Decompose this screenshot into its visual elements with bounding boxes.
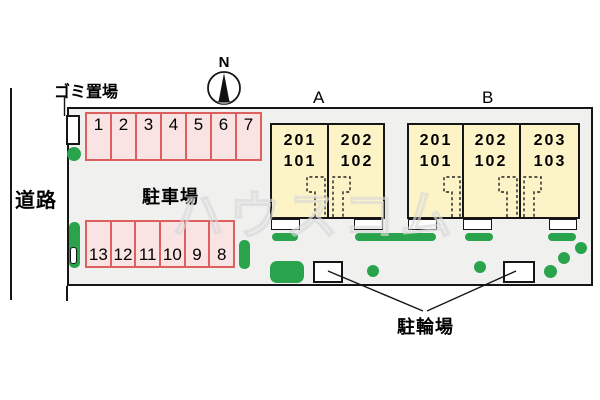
unit-a2: 202 102 — [330, 130, 384, 172]
hedge — [355, 233, 436, 241]
parking-lot-label: 駐車場 — [142, 187, 199, 207]
parking-space: 8 — [208, 220, 236, 268]
bicycle-parking-box — [503, 261, 535, 283]
entrance-porch — [271, 219, 300, 230]
room-number: 201 — [419, 132, 453, 149]
unit-b1: 201 101 — [410, 130, 462, 172]
unit-divider — [462, 125, 464, 217]
bicycle-parking-box — [313, 261, 343, 283]
tree-circle — [67, 147, 81, 161]
parking-space: 2 — [110, 112, 137, 161]
tree-circle — [367, 265, 379, 277]
parking-space: 11 — [134, 220, 162, 268]
garbage-area-label: ゴミ置場 — [54, 84, 119, 101]
hedge-block — [270, 261, 304, 283]
unit-b2: 202 102 — [465, 130, 517, 172]
hedge — [69, 222, 80, 268]
hedge — [239, 240, 250, 269]
hedge — [548, 233, 576, 241]
road-left-line — [10, 88, 12, 300]
room-number: 101 — [283, 153, 317, 170]
entrance-porch — [408, 219, 437, 230]
parking-space: 6 — [210, 112, 237, 161]
unit-divider — [327, 125, 329, 217]
bicycle-parking-label: 駐輪場 — [397, 317, 454, 337]
hedge — [272, 233, 298, 241]
building-b-label: B — [482, 88, 495, 107]
room-number: 103 — [533, 153, 567, 170]
parking-space: 4 — [160, 112, 187, 161]
entrance-porch — [354, 219, 383, 230]
tree-circle — [575, 242, 587, 254]
parking-row-south: 13 12 11 10 9 8 — [85, 220, 236, 268]
tree-circle — [544, 265, 557, 278]
room-number: 101 — [419, 153, 453, 170]
tree-circle — [474, 261, 486, 273]
compass-n-letter: N — [219, 54, 230, 71]
tree-circle — [558, 252, 570, 264]
unit-divider — [519, 125, 521, 217]
entrance-porch — [463, 219, 492, 230]
road-right-line — [66, 286, 68, 301]
parking-space: 3 — [135, 112, 162, 161]
garbage-box — [66, 115, 80, 145]
room-number: 202 — [474, 132, 508, 149]
room-number: 203 — [533, 132, 567, 149]
room-number: 102 — [474, 153, 508, 170]
parking-space: 13 — [85, 220, 112, 268]
parking-space: 10 — [159, 220, 186, 268]
bollard — [70, 247, 77, 264]
building-a-label: A — [313, 88, 326, 107]
road-label: 道路 — [15, 190, 57, 212]
parking-space: 1 — [85, 112, 112, 161]
parking-space: 7 — [235, 112, 262, 161]
parking-space: 5 — [185, 112, 212, 161]
hedge — [465, 233, 493, 241]
building-a: 201 101 202 102 — [270, 123, 385, 219]
unit-a1: 201 101 — [273, 130, 327, 172]
building-b: 201 101 202 102 203 103 — [407, 123, 580, 219]
entrance-porch — [549, 219, 577, 230]
unit-b3: 203 103 — [522, 130, 578, 172]
room-number: 202 — [340, 132, 374, 149]
room-number: 201 — [283, 132, 317, 149]
room-number: 102 — [340, 153, 374, 170]
parking-space: 9 — [183, 220, 211, 268]
parking-space: 12 — [109, 220, 137, 268]
parking-row-north: 1 2 3 4 5 6 7 — [85, 112, 262, 161]
compass-north-icon: N — [207, 54, 241, 105]
